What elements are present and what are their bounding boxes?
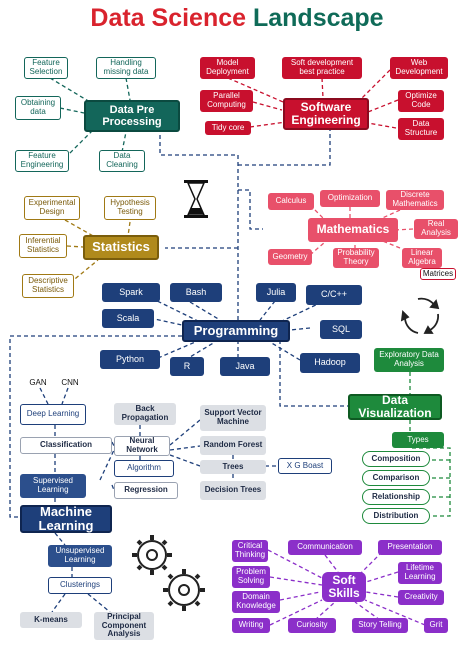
node-gan: GAN [29,377,47,387]
node-composition: Composition [362,451,430,467]
node-critical-thinking: Critical Thinking [232,540,268,562]
node-presentation: Presentation [378,540,442,555]
node-machine-learning: Machine Learning [20,504,112,533]
node-probability-theory: Probability Theory [333,248,379,268]
node-model-deployment: Model Deployment [200,57,255,79]
node-real-analysis: Real Analysis [414,219,458,239]
node-spark: Spark [102,283,160,302]
node-support-vector-machine: Support Vector Machine [200,405,266,431]
node-regression: Regression [114,482,178,499]
gears-icon [132,535,205,611]
node-types: Types [392,432,444,448]
node-creativity: Creativity [398,590,444,605]
node-xgboost: X G Boast [278,458,332,474]
node-feature-engineering: Feature Engineering [15,150,69,172]
node-problem-solving: Problem Solving [232,566,270,588]
node-python: Python [100,350,160,369]
node-geometry: Geometry [268,249,312,265]
node-deep-learning: Deep Learning [20,404,86,425]
node-discrete-mathematics: Discrete Mathematics [386,190,444,210]
node-calculus: Calculus [268,193,314,210]
node-statistics: Statistics [83,235,159,260]
node-distribution: Distribution [362,508,430,524]
node-matrices: Matrices [420,268,456,280]
node-tidy-core: Tidy core [205,121,251,135]
node-obtaining-data: Obtaining data [15,96,61,120]
node-experimental-design: Experimental Design [24,196,80,220]
recycle-arrows-icon [400,297,440,334]
node-back-propagation: Back Propagation [114,403,176,425]
node-r: R [170,357,204,376]
node-cnn: CNN [61,377,79,387]
node-domain-knowledge: Domain Knowledge [232,591,280,613]
node-decision-trees: Decision Trees [200,481,266,500]
node-neural-network: Neural Network [114,436,170,456]
node-parallel-computing: Parallel Computing [200,90,253,112]
node-lifetime-learning: Lifetime Learning [398,562,442,584]
node-writing: Writing [232,618,270,633]
node-data-cleaning: Data Cleaning [99,150,145,172]
node-supervised-learning: Supervised Learning [20,474,86,498]
node-linear-algebra: Linear Algebra [402,248,442,268]
title-part-2: Landscape [252,4,384,32]
node-software-engineering: Software Engineering [283,98,369,130]
node-algorithm: Algorithm [114,460,174,477]
title-part-1: Data Science [90,4,247,32]
node-story-telling: Story Telling [352,618,408,633]
node-data-visualization: Data Visualization [348,393,442,420]
node-classification: Classification [20,437,112,454]
node-comparison: Comparison [362,470,430,486]
node-communication: Communication [288,540,362,555]
node-soft-dev-best-practice: Soft development best practice [282,57,362,79]
node-handling-missing-data: Handling missing data [96,57,156,79]
node-optimize-code: Optimize Code [398,90,444,112]
page-title: Data Science Landscape [0,4,474,33]
node-bash: Bash [170,283,222,302]
node-grit: Grit [424,618,448,633]
node-unsupervised-learning: Unsupervised Learning [48,545,112,567]
node-trees: Trees [200,460,266,474]
node-hadoop: Hadoop [300,353,360,373]
node-relationship: Relationship [362,489,430,505]
node-kmeans: K-means [20,612,82,628]
node-julia: Julia [256,283,296,302]
node-programming: Programming [182,320,290,342]
node-descriptive-statistics: Descriptive Statistics [22,274,74,298]
node-java: Java [220,357,270,376]
node-data-pre-processing: Data Pre Processing [84,100,180,132]
node-data-structure: Data Structure [398,118,444,140]
node-optimization: Optimization [320,190,380,207]
node-hypothesis-testing: Hypothesis Testing [104,196,156,220]
node-soft-skills: Soft Skills [322,572,366,602]
node-scala: Scala [102,309,154,328]
node-inferential-statistics: Inferential Statistics [19,234,67,258]
node-sql: SQL [320,320,362,339]
node-clusterings: Clusterings [48,577,112,594]
node-web-development: Web Development [390,57,448,79]
node-c-cpp: C/C++ [306,285,362,305]
node-exploratory-data-analysis: Exploratory Data Analysis [374,348,444,372]
node-pca: Principal Component Analysis [94,612,154,640]
node-mathematics: Mathematics [308,218,398,242]
node-feature-selection: Feature Selection [24,57,68,79]
hourglass-icon [184,180,208,218]
node-curiosity: Curiosity [288,618,336,633]
node-random-forest: Random Forest [200,436,266,455]
